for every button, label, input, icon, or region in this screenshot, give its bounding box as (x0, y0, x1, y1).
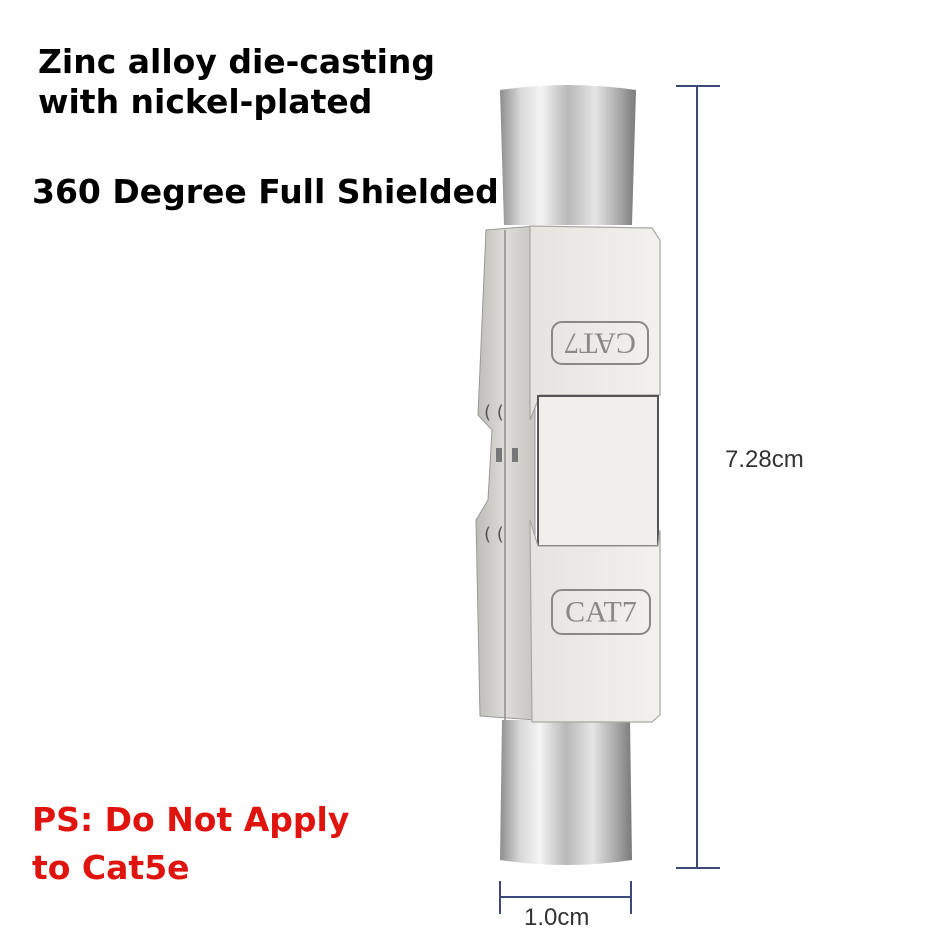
hinge-side: ( ( ( ( (475, 225, 536, 721)
upper-block: CAT7 (529, 225, 661, 421)
bottom-barrel (500, 720, 632, 865)
height-dimension-line (676, 85, 720, 869)
material-description: Zinc alloy die-casting with nickel-plate… (38, 42, 435, 122)
top-barrel (500, 85, 636, 225)
material-line-1: Zinc alloy die-casting (38, 42, 436, 81)
shielding-text: 360 Degree Full Shielded (32, 172, 499, 211)
upper-cat7-label: CAT7 (564, 327, 636, 360)
middle-block (537, 395, 659, 547)
material-line-2: with nickel-plated (38, 82, 373, 121)
width-dimension-line (499, 881, 632, 914)
lower-block: CAT7 (529, 519, 661, 723)
compatibility-warning: PS: Do Not Apply to Cat5e (32, 796, 349, 892)
lower-cat7-label: CAT7 (565, 596, 637, 629)
warning-line-1: PS: Do Not Apply (32, 800, 350, 839)
svg-text:( (: ( ( (484, 524, 504, 545)
width-dimension-label: 1.0cm (524, 904, 590, 931)
svg-text:( (: ( ( (484, 402, 504, 423)
height-dimension-label: 7.28cm (725, 446, 804, 473)
warning-line-2: to Cat5e (32, 848, 190, 887)
